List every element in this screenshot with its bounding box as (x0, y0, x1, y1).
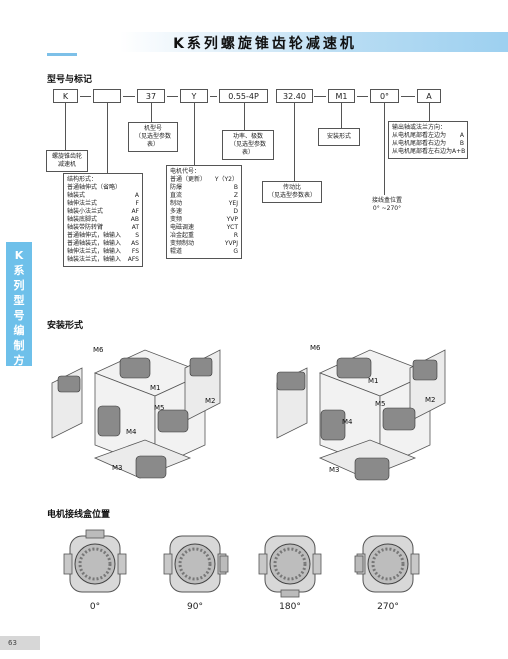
note-ratio: 传动比（见选型参数表） (262, 181, 322, 203)
mount-label-m1: M1 (150, 384, 161, 392)
code-box-mount: M1 (328, 89, 355, 103)
section-model-marking: 型号与标记 (47, 75, 93, 85)
mount-label-m3: M3 (112, 464, 123, 472)
note-mount: 安装形式 (318, 128, 360, 146)
leader-line (107, 103, 108, 173)
brand-underline (47, 53, 77, 56)
gearbox-front-view-icon (258, 535, 322, 598)
mount-label-m5: M5 (154, 404, 165, 412)
mount-label-m6: M6 (310, 344, 321, 352)
leader-line (151, 103, 152, 122)
mount-label-m3: M3 (329, 466, 340, 474)
angle-label-180: 180° (279, 602, 301, 612)
angle-label-90: 90° (187, 602, 203, 612)
note-gear-type: 螺旋锥齿轮减速机 (46, 150, 88, 172)
dash (80, 96, 91, 97)
mount-label-m1: M1 (368, 377, 379, 385)
angle-label-0: 0° (89, 602, 101, 612)
code-box-frame: 37 (137, 89, 165, 103)
dash (210, 96, 217, 97)
mount-label-m5: M5 (375, 400, 386, 408)
leader-line (341, 103, 342, 128)
code-box-angle: 0° (370, 89, 399, 103)
code-box-output: A (417, 89, 441, 103)
gearbox-front-view-icon (63, 529, 127, 593)
page-number: 63 (0, 636, 40, 650)
dash (123, 96, 135, 97)
leader-line (244, 103, 245, 130)
leader-line (429, 103, 430, 121)
code-box-structure (93, 89, 121, 103)
leader-line (65, 103, 66, 150)
mount-label-m6: M6 (93, 346, 104, 354)
dash (357, 96, 368, 97)
leader-line (194, 103, 195, 165)
gearbox-front-view-icon (163, 535, 229, 593)
code-box-ratio: 32.40 (276, 89, 313, 103)
gearbox-front-view-icon (354, 535, 420, 593)
mounting-diagram-1: M6 M1 M2 M5 M4 M3 (51, 346, 221, 479)
mount-label-m4: M4 (126, 428, 137, 436)
dash (314, 96, 326, 97)
leader-line (294, 103, 295, 181)
section-mounting: 安装形式 (47, 321, 84, 331)
angle-label-270: 270° (377, 602, 399, 612)
code-box-k: K (53, 89, 78, 103)
dash (401, 96, 415, 97)
code-box-power: 0.55-4P (219, 89, 268, 103)
section-terminal-box: 电机接线盒位置 (47, 510, 111, 520)
dash (167, 96, 178, 97)
note-power: 功率、极数（见选型参数表） (222, 130, 274, 160)
mounting-diagram-2: M6 M1 M2 M5 M4 M3 (276, 344, 446, 481)
mount-label-m4: M4 (342, 418, 353, 426)
leader-line (384, 103, 385, 195)
code-box-motor: Y (180, 89, 208, 103)
title-banner (120, 32, 508, 52)
mount-label-m2: M2 (425, 396, 436, 404)
page-title: K系列螺旋锥齿轮减速机 (173, 36, 357, 52)
mount-label-m2: M2 (205, 397, 216, 405)
note-frame: 机型号（见选型参数表） (128, 122, 178, 152)
